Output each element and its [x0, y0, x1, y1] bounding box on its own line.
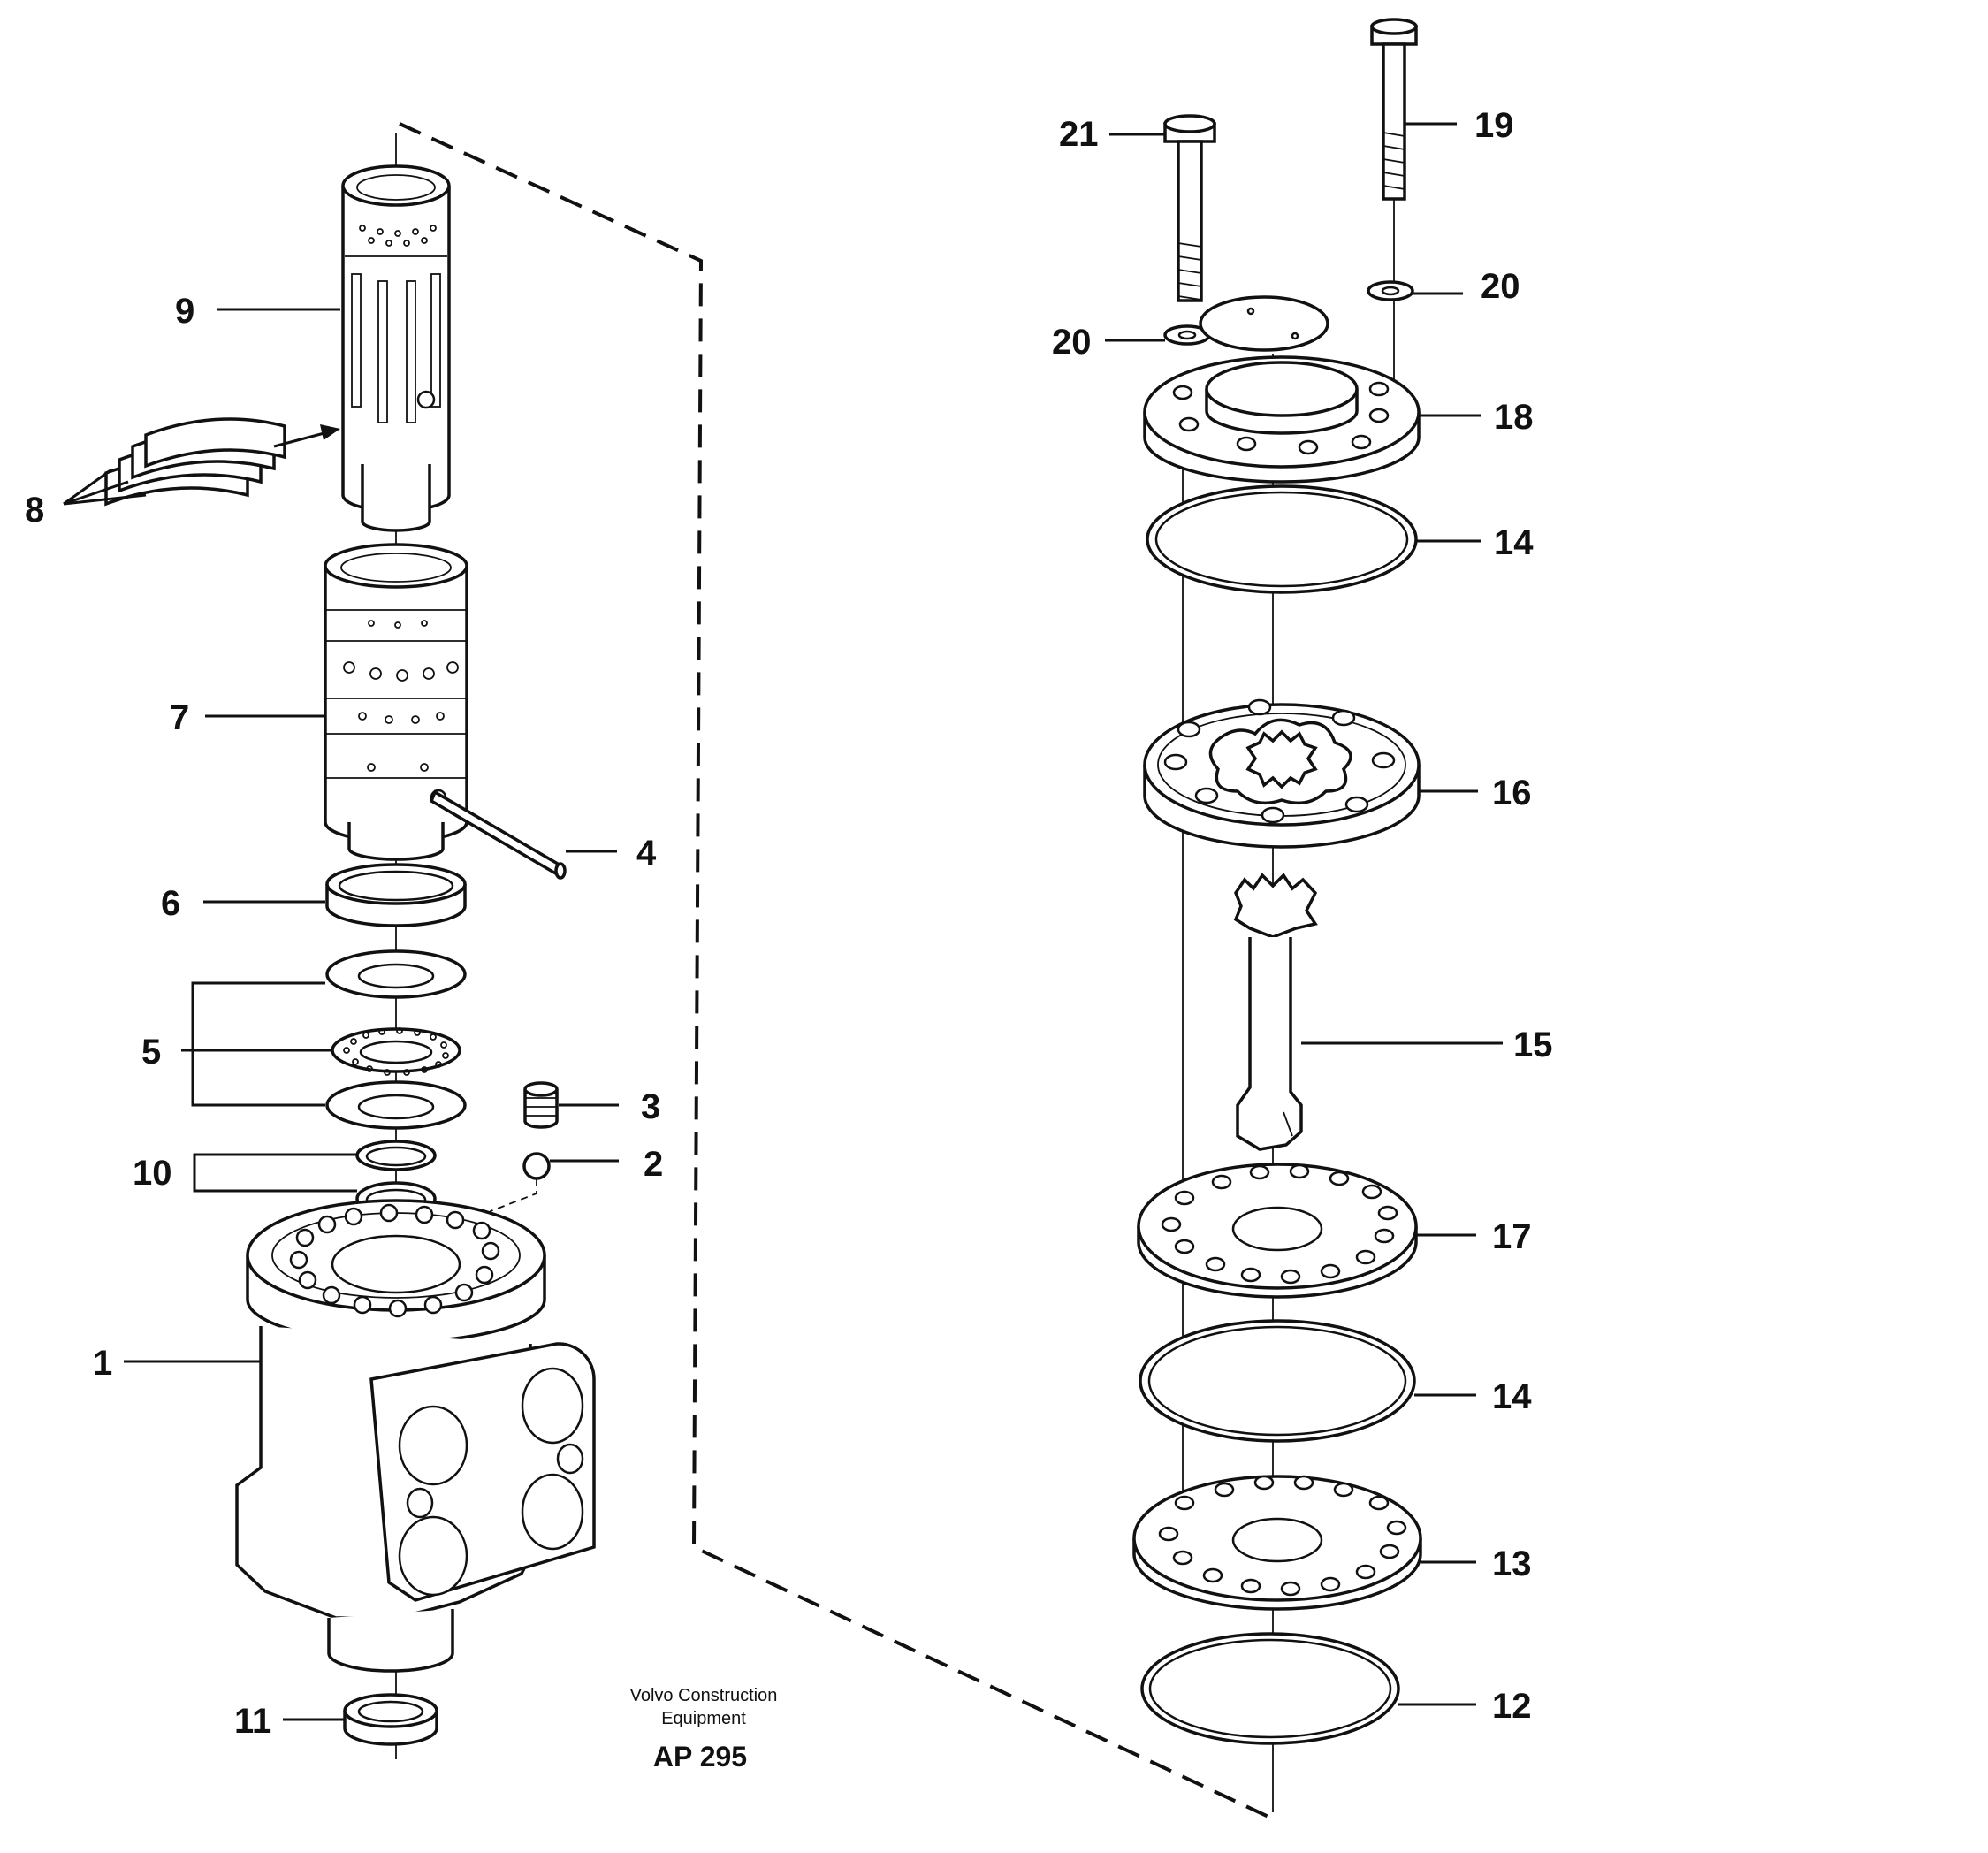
callout-3: 3 [641, 1087, 660, 1126]
callout-2: 2 [644, 1145, 663, 1184]
callout-15: 15 [1513, 1026, 1553, 1064]
leader-5 [181, 981, 331, 1107]
part-12-oring [1140, 1632, 1400, 1745]
callout-16: 16 [1492, 774, 1532, 812]
part-6-ring [325, 863, 467, 927]
part-13-plate [1132, 1475, 1422, 1611]
part-15-drive-shaft [1233, 873, 1318, 1151]
callout-14-upper: 14 [1494, 523, 1534, 562]
caption-line1: Volvo Construction [630, 1686, 778, 1705]
cover-plate [1199, 295, 1329, 352]
leader-8 [63, 493, 147, 506]
callout-20-right: 20 [1481, 267, 1520, 306]
callout-4: 4 [636, 834, 657, 873]
callout-13: 13 [1492, 1544, 1532, 1583]
callout-5: 5 [141, 1033, 161, 1071]
part-18-end-cap [1143, 355, 1421, 484]
callout-9: 9 [175, 292, 194, 331]
part-4-pin [429, 789, 567, 880]
callout-1: 1 [93, 1344, 112, 1383]
drawing-code: AP 295 [653, 1741, 747, 1773]
left-assembly [63, 133, 619, 1759]
callout-8: 8 [25, 491, 44, 530]
caption-block: Volvo Construction Equipment AP 295 [630, 1686, 778, 1773]
part-19-bolt [1370, 18, 1418, 407]
callout-17: 17 [1492, 1217, 1532, 1256]
callout-10: 10 [133, 1154, 172, 1193]
part-1-housing [235, 1199, 596, 1673]
part-11-seal [343, 1693, 438, 1746]
part-9-spool [341, 164, 451, 532]
part-5-bearing [325, 949, 467, 1130]
part-7-sleeve [324, 543, 468, 861]
callout-21: 21 [1059, 115, 1099, 154]
callout-labels: 9 8 7 4 6 5 3 2 10 1 11 21 19 20 20 18 1… [25, 106, 1553, 1741]
callout-6: 6 [161, 884, 180, 923]
callout-18: 18 [1494, 398, 1534, 437]
right-assembly [1105, 18, 1503, 1812]
callout-7: 7 [170, 698, 189, 737]
part-14-oring-lower [1139, 1319, 1416, 1443]
callout-19: 19 [1474, 106, 1514, 145]
part-21-bolt [1163, 114, 1216, 302]
part-16-gerotor [1143, 698, 1421, 849]
part-3-plug [523, 1081, 559, 1129]
part-14-oring-upper [1146, 484, 1418, 594]
callout-11: 11 [234, 1702, 271, 1741]
callout-14-lower: 14 [1492, 1377, 1532, 1416]
part-8-springs [104, 417, 340, 507]
part-17-plate [1137, 1163, 1418, 1299]
callout-12: 12 [1492, 1687, 1532, 1726]
dashed-group-outline [399, 122, 1269, 1819]
callout-20-left: 20 [1052, 323, 1092, 362]
caption-line2: Equipment [661, 1709, 746, 1728]
leader-10 [193, 1153, 357, 1193]
